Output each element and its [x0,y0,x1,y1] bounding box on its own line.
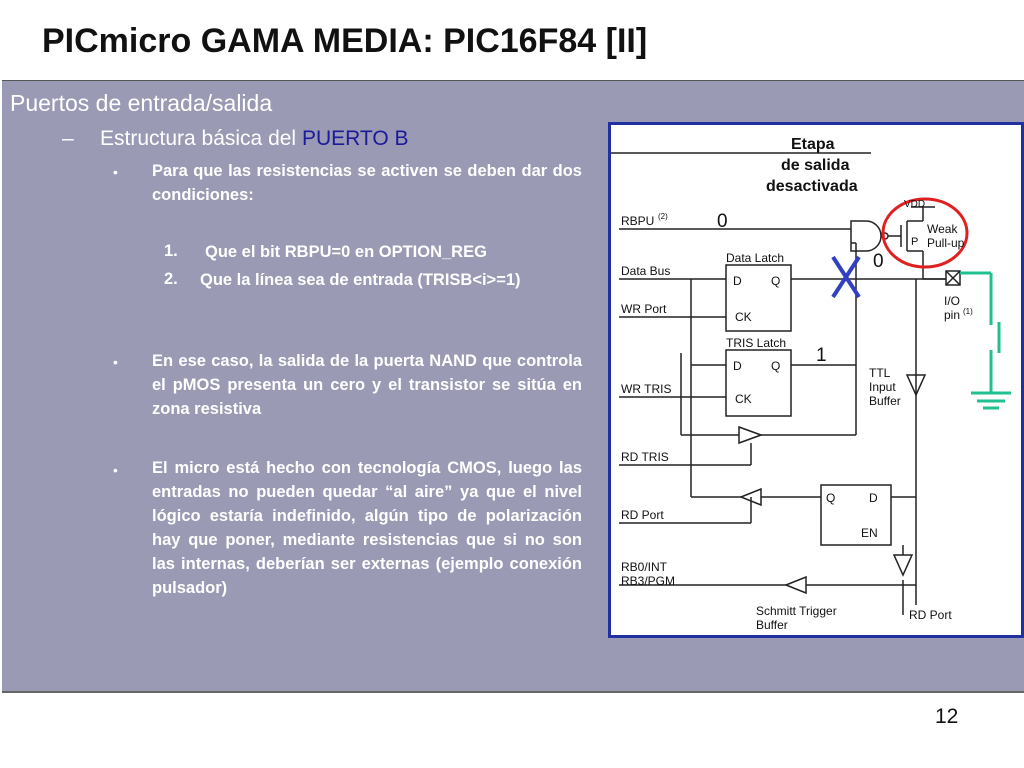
page-number: 12 [935,705,959,728]
numbered-text-2: Que la línea sea de entrada (TRISB<i>=1) [200,271,521,289]
heading-level-1: Puertos de entrada/salida [10,90,273,116]
data-latch-ck: CK [735,310,752,324]
tris-latch-label: TRIS Latch [726,336,786,350]
bottom-latch-en: EN [861,526,878,540]
bullet-marker: • [113,354,118,370]
dash-marker: – [62,127,74,150]
tris-latch-ck: CK [735,392,752,406]
rd-port-label: RD Port [621,508,664,522]
bottom-latch-q: Q [826,491,835,505]
pin-label: pin [944,308,960,322]
wr-port-label: WR Port [621,302,667,316]
pullup-highlight-circle [881,197,969,269]
data-latch-d: D [733,274,742,288]
schmitt-label-1: Schmitt Trigger [756,604,837,618]
bullet-text-3: El micro está hecho con tecnología CMOS,… [152,459,582,597]
annotation-line-1: Etapa [791,136,835,153]
rbpu-label: RBPU [621,214,654,228]
bullet-marker: • [113,462,118,478]
cross-mark [831,255,861,299]
io-label: I/O [944,294,960,308]
annotation-line-3: desactivada [766,178,858,195]
number-marker-1: 1. [164,242,178,260]
data-latch-label: Data Latch [726,251,784,265]
pmos-p-label: P [911,236,918,248]
rb0-label: RB0/INT [621,560,668,574]
rbpu-sup: (2) [658,212,668,221]
rbpu-value: 0 [717,211,728,232]
data-bus-label: Data Bus [621,264,670,278]
rd-port-bottom-label: RD Port [909,608,952,622]
heading-level-2: – Estructura básica del PUERTO B [62,127,409,151]
circuit-svg: Etapa de salida desactivada RBPU (2) 0 D… [611,136,1011,632]
bottom-latch-d: D [869,491,878,505]
pushbutton [960,271,1011,410]
pullup-label: Pull-up [927,236,965,250]
port-b-circuit-diagram: Etapa de salida desactivada RBPU (2) 0 D… [608,122,1024,638]
wr-tris-label: WR TRIS [621,382,671,396]
ttl-label-3: Buffer [869,394,901,408]
numbered-text-1: Que el bit RBPU=0 en OPTION_REG [205,243,487,261]
rd-tris-label: RD TRIS [621,450,669,464]
level2-highlight: PUERTO B [301,127,409,150]
schmitt-label-2: Buffer [756,618,788,632]
bullet-marker: • [113,164,118,180]
ttl-label-2: Input [869,380,896,394]
pin-sup: (1) [963,307,973,316]
level2-text: Estructura básica del [100,127,302,150]
rb3-label: RB3/PGM [621,574,675,588]
tris-latch-d: D [733,359,742,373]
bullet-text-2: En ese caso, la salida de la puerta NAND… [152,352,582,418]
annotation-line-2: de salida [781,157,850,174]
tris-value: 1 [816,345,827,366]
number-marker-2: 2. [164,270,178,288]
bullet-text-1: Para que las resistencias se activen se … [152,162,582,204]
ttl-label-1: TTL [869,366,891,380]
slide-title: PICmicro GAMA MEDIA: PIC16F84 [II] [42,22,648,60]
vdd-label: VDD [904,199,925,210]
weak-label: Weak [927,222,958,236]
tris-latch-q: Q [771,359,780,373]
nand-out-value: 0 [873,251,884,272]
data-latch-q: Q [771,274,780,288]
